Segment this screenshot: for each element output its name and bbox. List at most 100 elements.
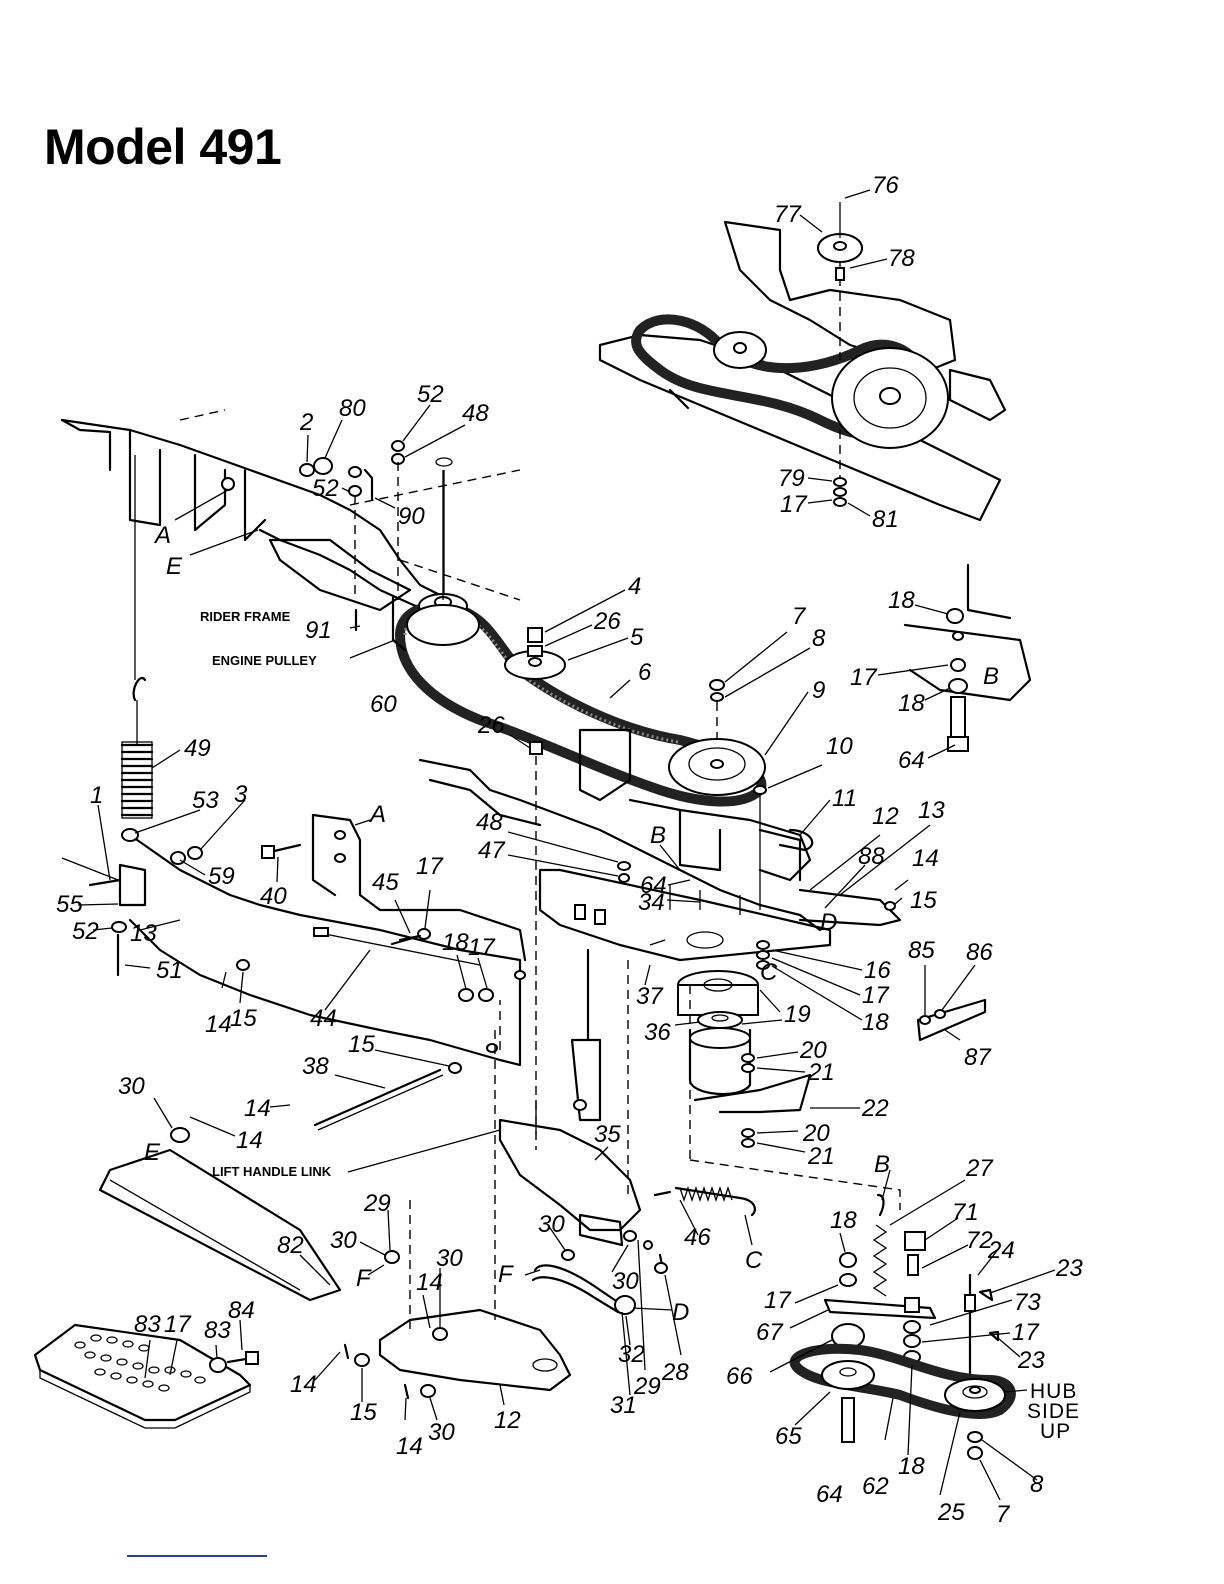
part-label: 52	[312, 475, 339, 502]
part-label: 66	[726, 1363, 753, 1390]
part-label: 3	[234, 781, 248, 808]
part-label: F	[498, 1261, 514, 1288]
callout-hub-side-up-line-1: HUB	[1030, 1380, 1077, 1403]
part-label: 79	[778, 465, 805, 492]
part-label: 8	[1030, 1471, 1044, 1498]
part-labels: 76 77 78 79 17 81 2 80 52 48 52 90 A E 4…	[56, 172, 1083, 1528]
spring-49	[61, 455, 203, 977]
part-label: 20	[802, 1120, 830, 1147]
part-label: C	[760, 959, 778, 986]
part-label: 15	[910, 887, 937, 914]
part-label: 15	[230, 1005, 257, 1032]
part-label: 18	[898, 690, 925, 717]
part-label: F	[356, 1265, 372, 1292]
part-label: C	[745, 1247, 763, 1274]
part-label: 17	[764, 1287, 792, 1314]
part-label: 88	[858, 843, 885, 870]
part-label: 36	[644, 1019, 671, 1046]
part-label: 16	[864, 957, 891, 984]
part-label: 10	[826, 733, 853, 760]
part-label: 15	[348, 1031, 375, 1058]
part-label: 11	[832, 785, 857, 812]
part-label: 77	[774, 201, 802, 228]
part-label: 17	[416, 853, 444, 880]
idler-assembly-inset	[598, 202, 1007, 522]
part-label: E	[166, 553, 183, 580]
part-label: 31	[610, 1392, 637, 1419]
part-label: 83	[134, 1311, 161, 1338]
part-label: 48	[462, 400, 489, 427]
part-label: 14	[416, 1269, 443, 1296]
part-label: 5	[630, 624, 644, 651]
part-label: 40	[260, 883, 287, 910]
part-label: 84	[228, 1297, 255, 1324]
part-label: 62	[862, 1473, 889, 1500]
part-label: 21	[807, 1143, 835, 1170]
part-label: 60	[370, 691, 397, 718]
part-label: D	[820, 909, 837, 936]
part-label: B	[874, 1151, 890, 1178]
part-label: D	[672, 1299, 689, 1326]
part-label: 83	[204, 1317, 231, 1344]
part-label: 1	[90, 782, 103, 809]
part-label: 12	[494, 1407, 521, 1434]
part-label: 48	[476, 809, 503, 836]
callout-hub-side-up-line-2: SIDE	[1027, 1400, 1080, 1423]
part-label: 4	[628, 573, 641, 600]
part-label: 14	[912, 845, 939, 872]
page-title: Model 491	[44, 119, 282, 175]
part-label: 44	[310, 1005, 337, 1032]
part-label: 14	[236, 1127, 263, 1154]
foot-plate	[33, 1323, 260, 1429]
part-label: 64	[816, 1481, 843, 1508]
part-label: 52	[417, 381, 444, 408]
part-label: 13	[130, 920, 157, 947]
part-label: 26	[593, 608, 621, 635]
part-label: 78	[888, 245, 915, 272]
part-label: 67	[756, 1319, 784, 1346]
part-label: 17	[862, 982, 890, 1009]
part-label: 30	[612, 1268, 639, 1295]
part-label: 30	[118, 1073, 145, 1100]
part-label: 22	[861, 1095, 889, 1122]
part-label: 64	[640, 872, 667, 899]
part-label: 59	[208, 863, 235, 890]
part-label: 14	[290, 1371, 317, 1398]
part-label: A	[153, 522, 171, 549]
leader-lines	[77, 189, 1056, 1501]
part-label: 23	[1017, 1347, 1045, 1374]
part-label: 14	[396, 1433, 423, 1460]
part-label: 13	[918, 797, 945, 824]
part-label: 73	[1014, 1289, 1041, 1316]
part-label: B	[650, 822, 666, 849]
part-label: 21	[807, 1059, 835, 1086]
part-label: 18	[898, 1453, 925, 1480]
part-label: B	[983, 663, 999, 690]
part-label: 91	[305, 617, 332, 644]
part-label: 72	[966, 1227, 993, 1254]
part-label: 32	[618, 1341, 645, 1368]
part-label: 80	[339, 395, 366, 422]
part-label: 17	[850, 664, 878, 691]
part-label: 18	[830, 1207, 857, 1234]
part-label: 18	[888, 587, 915, 614]
part-label: 7	[996, 1501, 1011, 1528]
footer-rule	[127, 1555, 267, 1557]
part-label: 29	[633, 1373, 661, 1400]
part-label: 28	[661, 1359, 689, 1386]
part-label: 65	[775, 1423, 802, 1450]
part-label: 17	[468, 934, 496, 961]
part-label: 17	[780, 491, 808, 518]
part-label: 20	[799, 1037, 827, 1064]
part-label: 37	[636, 983, 664, 1010]
part-label: 87	[964, 1044, 992, 1071]
part-label: 2	[299, 409, 313, 436]
part-label: 24	[987, 1237, 1015, 1264]
part-label: 71	[952, 1199, 979, 1226]
part-label: 46	[684, 1224, 711, 1251]
callout-lift-handle-link: LIFT HANDLE LINK	[212, 1164, 332, 1179]
part-label: 90	[398, 503, 425, 530]
callout-engine-pulley: ENGINE PULLEY	[212, 653, 317, 668]
part-label: 47	[478, 837, 506, 864]
